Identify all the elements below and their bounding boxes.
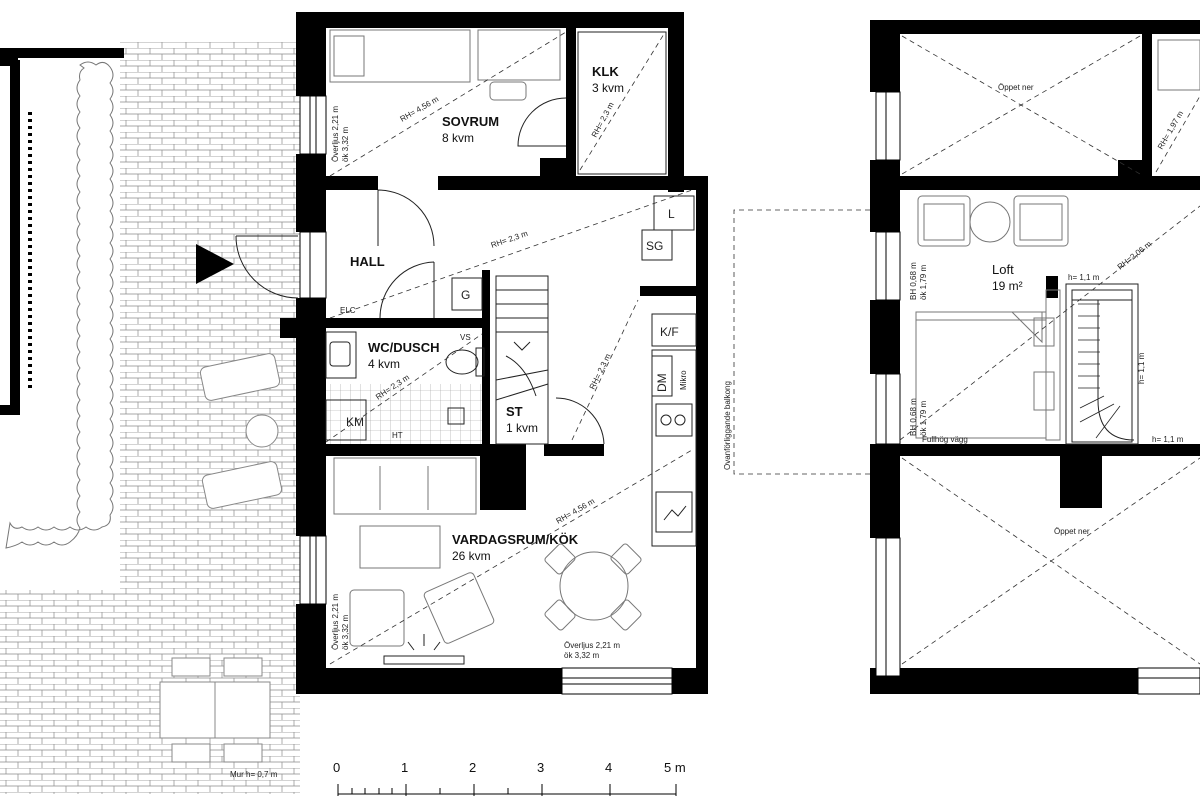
wc-area: 4 kvm — [368, 357, 400, 371]
vardagsrum-area: 26 kvm — [452, 549, 491, 563]
fullhog-label: Fullhög vägg — [922, 435, 968, 444]
klk-room: KLK 3 kvm RH= 2,3 m — [577, 31, 667, 175]
wc-room: KM WC/DUSCH 4 kvm RH= 2,3 m VS HT — [325, 331, 485, 444]
loft-stairs — [1065, 283, 1139, 445]
st-room: ST 1 kvm RH= 2,3 m — [506, 299, 639, 445]
loft-armchairs — [917, 195, 1069, 247]
entrance-arrow-icon — [196, 244, 234, 284]
klk-name: KLK — [592, 64, 619, 79]
upper-right-room: RH= 1,97 m — [1155, 39, 1200, 173]
sovrum-area: 8 kvm — [442, 131, 474, 145]
scale-tick-4: 4 — [605, 760, 612, 775]
wc-name: WC/DUSCH — [368, 340, 440, 355]
scale-tick-3: 3 — [537, 760, 544, 775]
scale-bar: 0 1 2 3 4 5 m — [333, 760, 686, 796]
loft-room: RH=2,06 m Loft 19 m² h= 1,1 m h= 1,1 m h… — [899, 195, 1200, 445]
sovrum-hall-door[interactable] — [377, 189, 435, 247]
rh-vardag-label: RH= 4,56 m — [555, 496, 597, 525]
void-top: Öppet ner — [901, 35, 1141, 175]
fixture-ht: HT — [392, 431, 403, 440]
st-name: ST — [506, 404, 523, 419]
fixture-vs: VS — [460, 333, 471, 342]
kitchen-fixtures: K/F DM Mikro — [651, 313, 697, 547]
bh-top-1: BH 0,68 m — [909, 262, 918, 300]
scale-tick-5: 5 m — [664, 760, 686, 775]
overljus-sovrum-2: ök 3,32 m — [341, 127, 350, 162]
dining-set — [544, 543, 642, 631]
overljus-bottom-1: Överljus 2,21 m — [564, 641, 620, 650]
sovrum-room: RH= 4,56 m SOVRUM 8 kvm Överljus 2,21 m … — [329, 29, 567, 177]
stairs — [495, 275, 549, 445]
scale-tick-1: 1 — [401, 760, 408, 775]
fixture-dm: DM — [655, 373, 669, 392]
oppet-bottom-label: Öppet ner — [1054, 527, 1090, 536]
outdoor-table — [159, 657, 271, 763]
bh-top-2: ök 1,79 m — [919, 265, 928, 300]
sovrum-name: SOVRUM — [442, 114, 499, 129]
loft-area: 19 m² — [992, 279, 1023, 293]
st-door[interactable] — [555, 397, 605, 445]
klk-area: 3 kvm — [592, 81, 624, 95]
rh-loft-label: RH=2,06 m — [1116, 239, 1154, 271]
sun-loungers — [199, 353, 283, 509]
windows — [299, 95, 673, 695]
fixture-l: L — [668, 207, 675, 221]
balcony-outline: Ovanförliggande balkong — [723, 209, 870, 475]
scale-tick-2: 2 — [469, 760, 476, 775]
overljus-sovrum-1: Överljus 2,21 m — [331, 106, 340, 162]
vardagsrum-room: RH= 4,56 m VARDAGSRUM/KÖK 26 kvm Överlju… — [329, 449, 693, 665]
rh-klk-label: RH= 2,3 m — [590, 100, 616, 138]
upper-windows — [875, 91, 1200, 695]
bed — [329, 29, 561, 101]
hall-name: HALL — [350, 254, 385, 269]
fixture-km: KM — [346, 415, 364, 429]
fixture-mikro: Mikro — [679, 370, 688, 390]
oppet-top-label: Öppet ner — [998, 83, 1034, 92]
fixture-sg: SG — [646, 239, 663, 253]
overljus-bottom-2: ök 3,32 m — [564, 651, 599, 660]
rh-st-label: RH= 2,3 m — [588, 352, 613, 391]
fixture-kf: K/F — [660, 325, 679, 339]
rh-loft-top-label: RH= 1,97 m — [1156, 109, 1185, 151]
h-top-label: h= 1,1 m — [1068, 273, 1100, 282]
fixture-g: G — [461, 288, 470, 302]
bh-bot-1: BH 0,68 m — [909, 398, 918, 436]
entrance-door[interactable] — [235, 235, 299, 299]
main-walls — [280, 12, 708, 694]
bh-bot-2: ök 1,79 m — [919, 401, 928, 436]
overljus-vardag-2: ök 3,32 m — [341, 615, 350, 650]
rh-sovrum-label: RH= 4,56 m — [399, 94, 441, 123]
sovrum-door[interactable] — [517, 97, 567, 147]
armchairs — [349, 572, 495, 647]
void-bottom: Öppet ner — [901, 457, 1200, 665]
st-area: 1 kvm — [506, 421, 538, 435]
fixture-elc: ELC — [340, 306, 356, 315]
scale-tick-0: 0 — [333, 760, 340, 775]
upper-walls — [870, 20, 1200, 694]
balkong-label: Ovanförliggande balkong — [723, 381, 732, 470]
loft-name: Loft — [992, 262, 1014, 277]
hedge — [5, 61, 114, 549]
h-side-label: h= 1,1 m — [1137, 352, 1146, 384]
wall-height-label: Mur h= 0,7 m — [230, 770, 278, 779]
overljus-vardag-1: Överljus 2,21 m — [331, 594, 340, 650]
sofa — [333, 457, 477, 569]
terrace: Mur h= 0,7 m — [0, 42, 300, 794]
rh-hall-label: RH= 2,3 m — [490, 229, 530, 250]
loft-bed — [915, 289, 1061, 441]
h-right-label: h= 1,1 m — [1152, 435, 1184, 444]
vardagsrum-name: VARDAGSRUM/KÖK — [452, 532, 579, 547]
wc-door[interactable] — [379, 261, 435, 319]
